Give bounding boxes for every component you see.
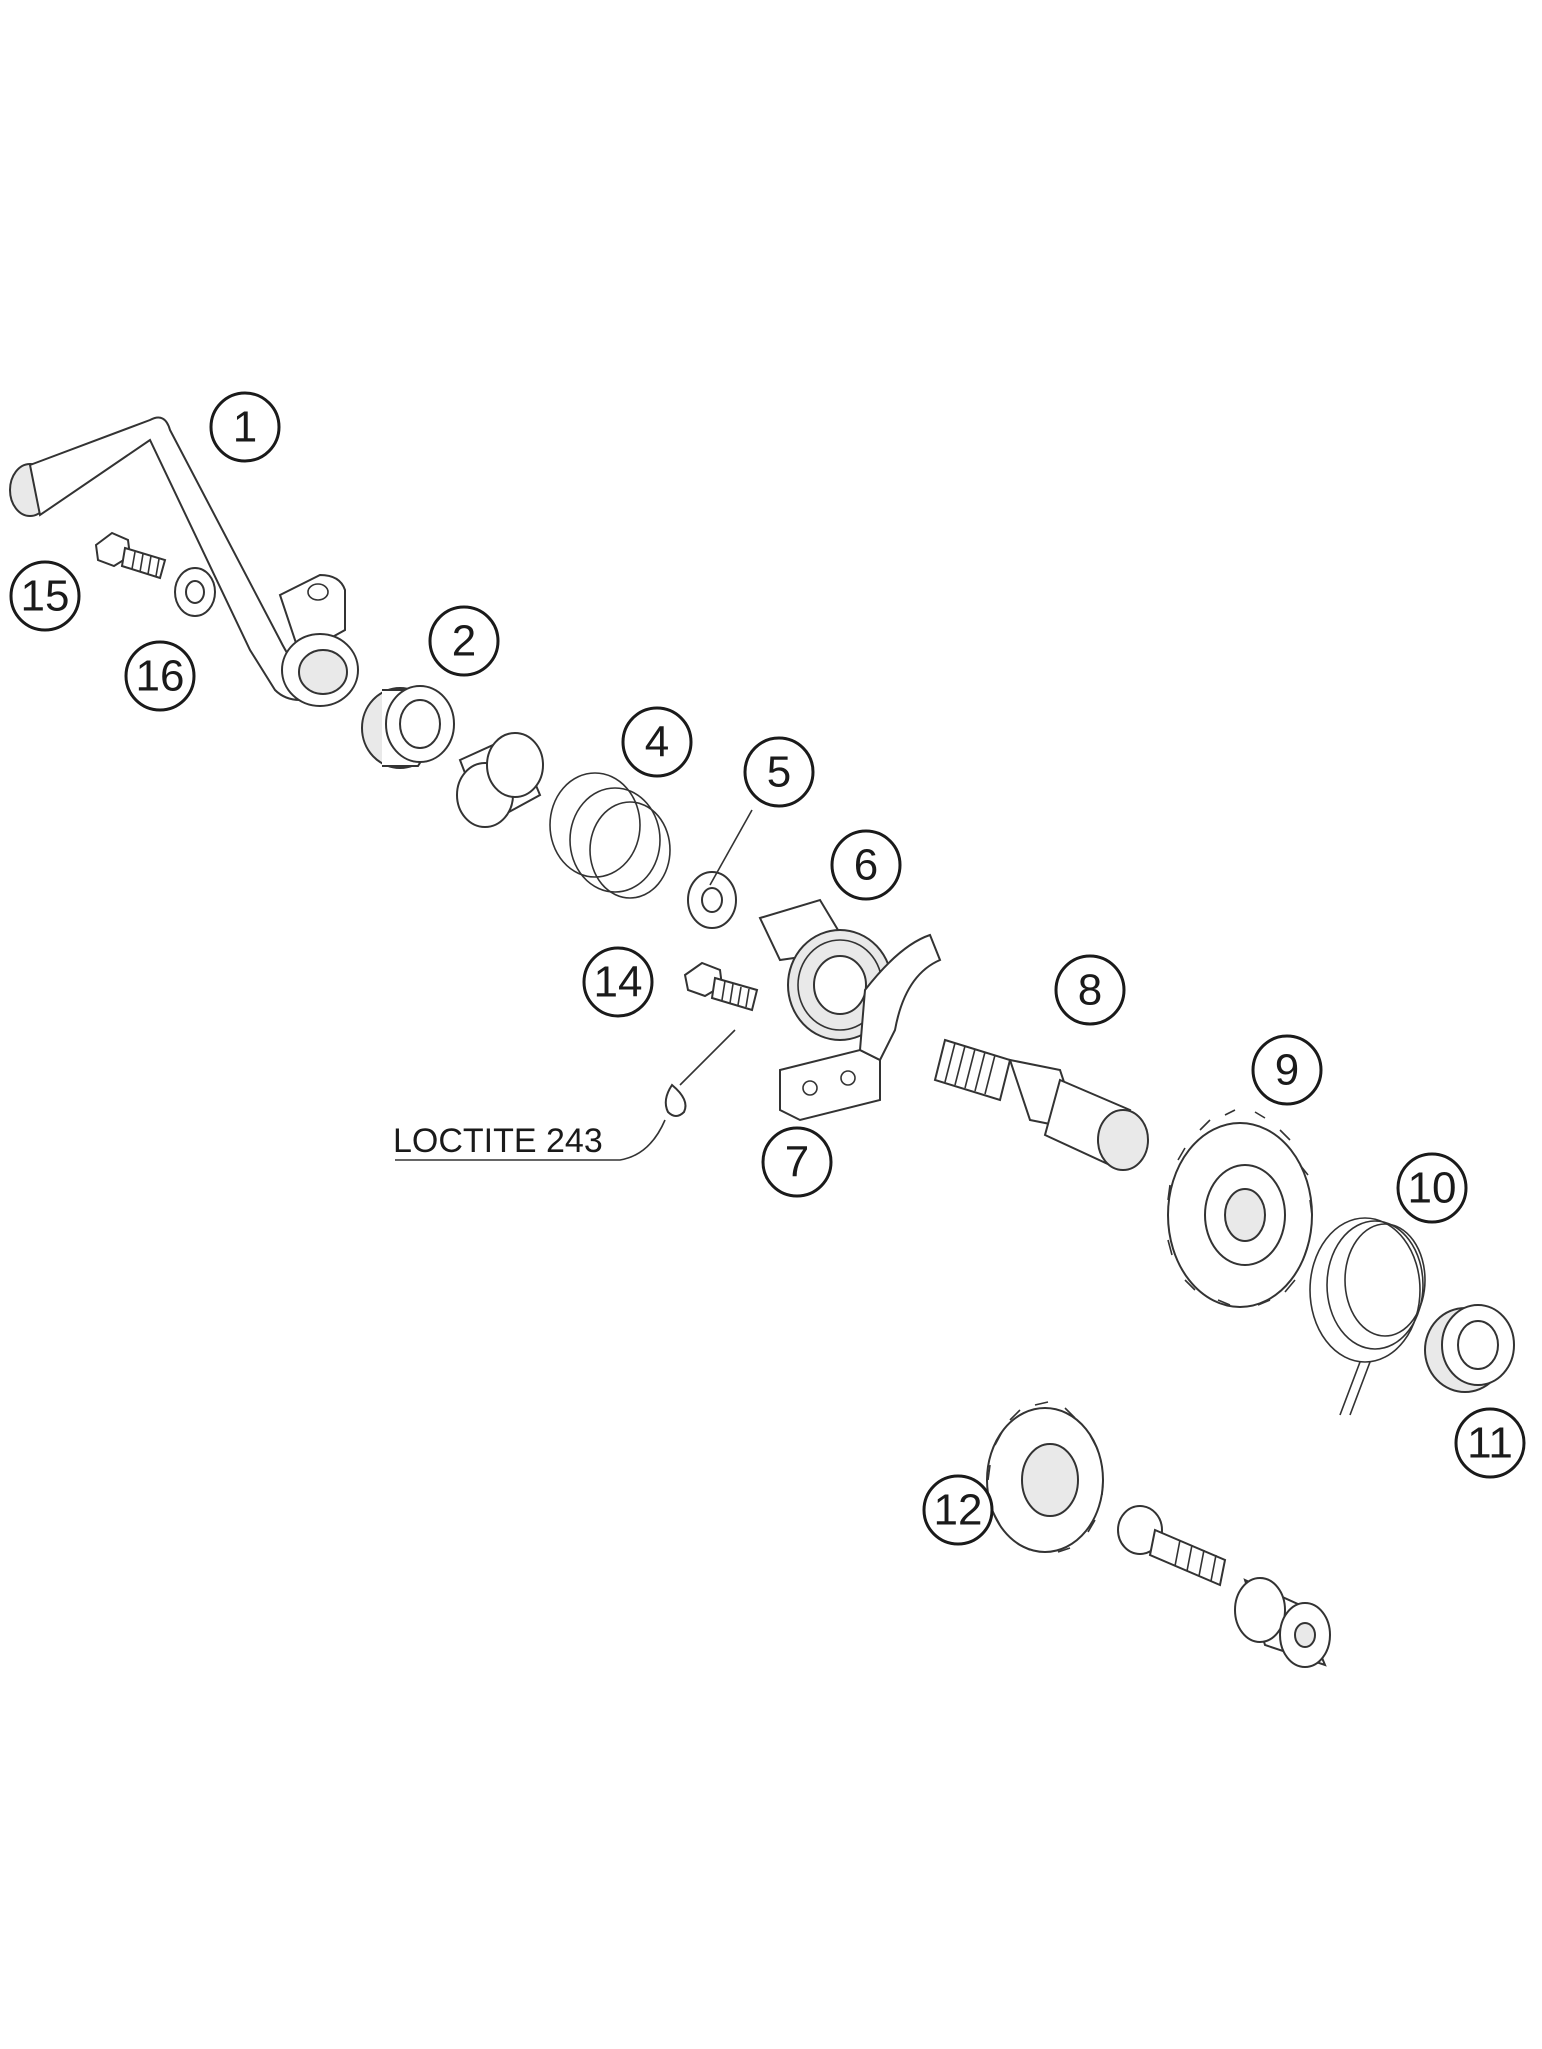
callout-label: 4 (645, 718, 669, 767)
bolt-15 (94, 531, 167, 580)
callout-2: 2 (428, 605, 500, 677)
washer-11 (1424, 1304, 1515, 1393)
kick-start-lever (9, 416, 359, 707)
callout-label: 16 (136, 652, 185, 701)
callout-14: 14 (582, 946, 654, 1018)
callout-label: 5 (767, 748, 791, 797)
pin-bushing (1234, 1577, 1331, 1668)
guide-plate-7 (779, 933, 942, 1122)
callout-9: 9 (1251, 1034, 1323, 1106)
callout-12: 12 (922, 1474, 994, 1546)
callout-label: 7 (785, 1138, 809, 1187)
kick-start-shaft-8 (933, 1038, 1149, 1171)
callout-label: 2 (452, 617, 476, 666)
callout-10: 10 (1396, 1152, 1468, 1224)
callout-label: 6 (854, 841, 878, 890)
spring-4 (549, 772, 671, 899)
callout-15: 15 (9, 560, 81, 632)
callout-8: 8 (1054, 954, 1126, 1026)
bushing (456, 732, 544, 828)
seal-ring-2 (361, 685, 455, 769)
callout-label: 9 (1275, 1046, 1299, 1095)
callout-16: 16 (124, 640, 196, 712)
callout-11: 11 (1454, 1407, 1526, 1479)
ratchet-6 (758, 898, 893, 1041)
washer-5 (687, 871, 737, 929)
loctite-note: LOCTITE 243 (393, 1122, 603, 1160)
return-spring-10 (1309, 1217, 1426, 1416)
loctite-drop (664, 1083, 687, 1117)
callout-label: 11 (1467, 1419, 1513, 1468)
callout-5: 5 (743, 736, 815, 808)
leader-14 (679, 1029, 736, 1086)
callout-6: 6 (830, 829, 902, 901)
callout-label: 15 (21, 572, 70, 621)
leader-loctite (395, 1119, 666, 1161)
callout-label: 14 (594, 958, 643, 1007)
lock-washer-16 (174, 567, 216, 617)
idler-gear-12 (986, 1401, 1104, 1553)
leader-5 (709, 809, 753, 886)
callout-label: 12 (934, 1486, 983, 1535)
bolt-14 (683, 961, 759, 1012)
callout-label: 1 (233, 403, 257, 452)
gear-9 (1167, 1109, 1313, 1308)
callout-7: 7 (761, 1126, 833, 1198)
callout-4: 4 (621, 706, 693, 778)
callout-label: 10 (1408, 1164, 1457, 1213)
pin (1117, 1505, 1227, 1587)
callout-1: 1 (209, 391, 281, 463)
callout-label: 8 (1078, 966, 1102, 1015)
